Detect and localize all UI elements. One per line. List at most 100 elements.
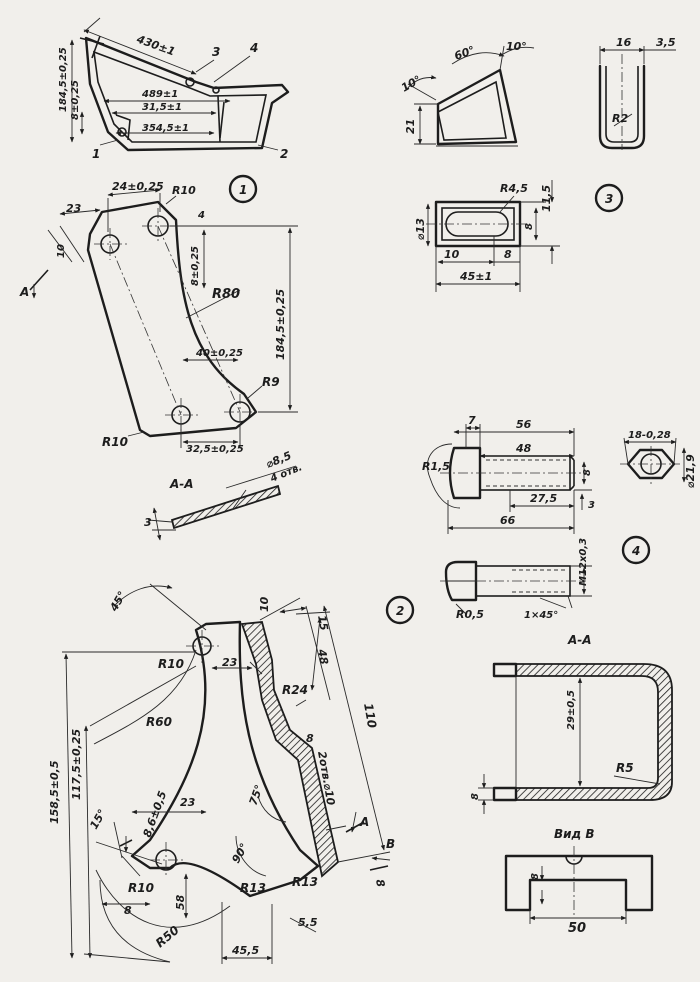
part-1-plate-view: 1 24±0,25 R10 23 10 4 8±0,25 R80 184,5±0… (19, 180, 298, 455)
p4-dim-50: 50 (568, 921, 586, 936)
p2-mark-b: B (386, 837, 395, 851)
p3-angle-60: 60° (453, 43, 477, 62)
p4-dim-3: 3 (588, 500, 595, 511)
p2-r13-right: R13 (292, 875, 318, 889)
part-4-bolt-views: 4 7 56 48 R1,5 8 27,5 3 66 M12x0,3 18-0,… (422, 414, 697, 936)
p4-r1-5: R1,5 (422, 460, 450, 473)
p2-height-158: 158,5±0,5 (48, 760, 61, 824)
v1-offset-8: 8±0,25 (70, 80, 81, 120)
p1-r9: R9 (262, 375, 280, 389)
p3-angle-10-top: 10° (506, 40, 527, 53)
p2-dim-110: 110 (361, 702, 379, 729)
p1-dim-10: 10 (56, 244, 67, 258)
p4-hex-dia: ⌀21,9 (684, 454, 697, 488)
p4-dim-8: 8 (582, 469, 593, 476)
p2-angle-45: 45° (107, 589, 129, 614)
p2-r24: R24 (282, 683, 308, 697)
frame-overview-view: 430±1 184,5±0,25 8±0,25 489±1 31,5±1 354… (58, 17, 290, 161)
v1-part-1: 1 (92, 147, 100, 161)
p3-dim-45: 45±1 (459, 270, 492, 283)
p4-dim-66: 66 (500, 514, 516, 527)
p2-dim-8: 8 (306, 732, 314, 745)
v1-width-31: 31,5±1 (142, 102, 182, 113)
p2-dim-8-right: 8 (373, 878, 387, 888)
p3-dim-21: 21 (404, 119, 417, 134)
p2-r10-top: R10 (158, 657, 184, 671)
p2-dim-45-5: 45,5 (231, 944, 259, 957)
p2-dim-10: 10 (258, 596, 271, 612)
p4-r0-5: R0,5 (456, 608, 484, 621)
part-3-number-circle (594, 183, 624, 213)
part-2-bracket-view: 2 45° 10 15 R10 23 48 R24 R60 110 8 2отв… (48, 583, 404, 964)
p3-dim-8: 8 (524, 223, 535, 230)
part-3-clip-views: 3 10° 60° 10° 21 16 3,5 R2 R4,5 11,5 ⌀13… (399, 36, 676, 292)
p4-r5: R5 (616, 761, 634, 775)
p4-dim-29: 29±0,5 (566, 690, 577, 730)
p4-hex-across: 18-0,28 (628, 430, 671, 441)
p2-angle-90: 90° (229, 841, 251, 866)
p4-dim-48: 48 (515, 442, 532, 455)
p1-dim-8: 8±0,25 (190, 246, 201, 286)
p1-dim-4: 4 (197, 210, 205, 221)
p3-dim-11-5: 11,5 (540, 185, 553, 212)
p4-section-title: А-А (567, 633, 592, 647)
p2-dim-48: 48 (315, 647, 331, 666)
p2-angle-75: 75° (247, 783, 266, 807)
p3-dim-10: 10 (444, 248, 460, 261)
p2-dim-23-mid: 23 (180, 796, 196, 809)
v1-length-430: 430±1 (134, 32, 177, 58)
v1-part-3: 3 (212, 45, 220, 59)
p1-number: 1 (239, 183, 247, 197)
p1-dim-24: 24±0,25 (112, 180, 164, 193)
part-1-number-circle (228, 174, 258, 204)
p3-angle-10: 10° (399, 73, 424, 95)
p2-r10-bottom: R10 (128, 881, 154, 895)
p4-thread: M12x0,3 (578, 538, 589, 586)
p4-dim-8-view: 8 (530, 873, 541, 880)
p3-dia-13: ⌀13 (414, 218, 427, 240)
p2-height-117: 117,5±0,25 (70, 729, 83, 800)
p4-dim-7: 7 (468, 414, 476, 427)
p1-dim-23: 23 (66, 202, 82, 215)
p3-number: 3 (605, 192, 613, 206)
v1-width-489: 489±1 (141, 89, 178, 100)
p2-number: 2 (396, 604, 404, 618)
p1-section-title: А-А (169, 477, 194, 491)
p1-r80: R80 (212, 287, 240, 302)
v1-width-354: 354,5±1 (142, 123, 189, 134)
v1-height-184: 184,5±0,25 (58, 47, 69, 112)
v1-part-2: 2 (280, 147, 288, 161)
p1-section-dim-3: 3 (144, 516, 152, 529)
p4-view-b-title: Вид В (554, 827, 595, 841)
v1-part-4: 4 (249, 41, 258, 55)
p1-dim-40: 40±0,25 (195, 348, 243, 359)
p2-angle-15: 15° (87, 807, 109, 832)
p3-dim-16: 16 (616, 36, 632, 49)
p3-r4-5: R4,5 (500, 182, 528, 195)
part-2-number-circle (385, 595, 415, 625)
p2-mark-a-right: A (359, 815, 369, 829)
part-4-number-circle (621, 535, 651, 565)
p3-dim-8-b: 8 (504, 248, 512, 261)
p2-r60: R60 (146, 715, 172, 729)
p4-dim-56: 56 (516, 418, 532, 431)
p4-dim-27-5: 27,5 (530, 492, 557, 505)
p1-r10-top: R10 (172, 184, 196, 197)
p3-r2: R2 (612, 112, 628, 125)
p2-dim-8-bottom: 8 (124, 904, 132, 917)
p2-dim-23-top: 23 (222, 656, 238, 669)
part-1-section-aa: А-А 3 ⌀8,5 4 отв. (144, 449, 304, 541)
p1-dim-32: 32,5±0,25 (186, 444, 244, 455)
p4-number: 4 (631, 544, 640, 558)
p2-dim-15: 15 (315, 614, 331, 632)
p1-height-184: 184,5±0,25 (274, 289, 287, 360)
p1-section-mark: A (19, 285, 29, 299)
p2-r13-left: R13 (240, 881, 266, 895)
p1-r10-bottom: R10 (102, 435, 128, 449)
p4-chamfer: 1×45° (524, 610, 558, 621)
p3-dim-3-5: 3,5 (656, 36, 676, 49)
p2-dim-5-5: 5,5 (298, 916, 318, 929)
p2-dim-58: 58 (174, 894, 187, 910)
p4-dim-8-sec: 8 (470, 793, 481, 800)
